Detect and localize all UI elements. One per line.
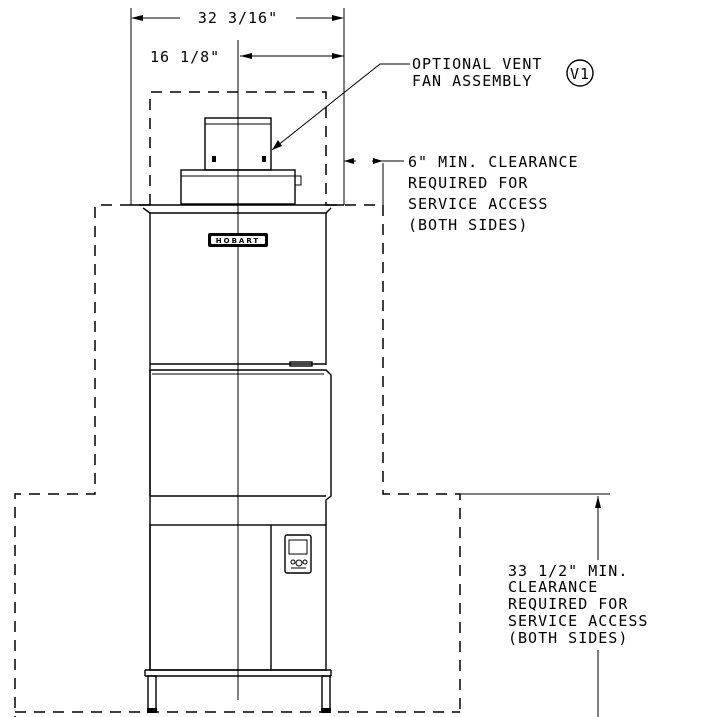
vent-tag-label: V1 bbox=[570, 65, 590, 83]
side-clearance-callout: 6" MIN. CLEARANCE REQUIRED FOR SERVICE A… bbox=[344, 153, 579, 234]
dishwasher-body: HOBART bbox=[131, 204, 344, 713]
overall-width-dimension: 32 3/16" bbox=[130, 8, 345, 205]
side-clearance-line4: (BOTH SIDES) bbox=[408, 216, 528, 234]
front-clearance-dimension: 33 1/2" MIN. CLEARANCE REQUIRED FOR SERV… bbox=[460, 493, 648, 717]
vent-callout-line1: OPTIONAL VENT bbox=[412, 55, 542, 73]
leg-right bbox=[321, 675, 331, 713]
side-clearance-line2: REQUIRED FOR bbox=[408, 174, 528, 192]
center-offset-label: 16 1/8" bbox=[150, 48, 220, 66]
vent-fan-callout: OPTIONAL VENT FAN ASSEMBLY V1 bbox=[271, 55, 594, 151]
center-offset-dimension: 16 1/8" bbox=[150, 48, 344, 66]
front-clearance-line1: 33 1/2" MIN. bbox=[508, 562, 628, 580]
hobart-logo: HOBART bbox=[208, 233, 268, 247]
front-clearance-line3: REQUIRED FOR bbox=[508, 595, 628, 613]
front-clearance-line2: CLEARANCE bbox=[508, 578, 598, 596]
leg-left bbox=[147, 675, 157, 713]
vent-tag-circle bbox=[566, 59, 594, 87]
side-clearance-line3: SERVICE ACCESS bbox=[408, 195, 548, 213]
vent-fan-assembly bbox=[180, 117, 302, 205]
control-panel bbox=[284, 534, 312, 574]
logo-text: HOBART bbox=[216, 237, 260, 245]
side-clearance-line1: 6" MIN. CLEARANCE bbox=[408, 153, 579, 171]
overall-width-label: 32 3/16" bbox=[198, 9, 278, 27]
vent-callout-line2: FAN ASSEMBLY bbox=[412, 72, 532, 90]
front-clearance-line4: SERVICE ACCESS bbox=[508, 612, 648, 630]
front-clearance-line5: (BOTH SIDES) bbox=[508, 629, 628, 647]
